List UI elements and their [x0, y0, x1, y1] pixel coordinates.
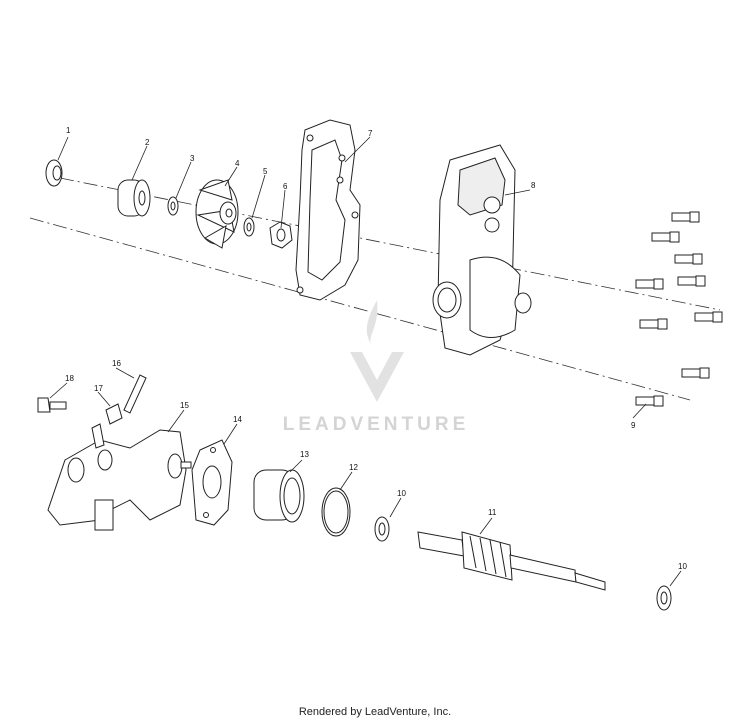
part-18-bolt	[37, 397, 67, 413]
callout-10: 10	[397, 489, 406, 498]
callout-labels: 1 2 3 4 5 6 7 8 9 10 10 11 12 13 14 15 1…	[65, 126, 687, 571]
part-7-gasket	[295, 119, 361, 301]
part-6-nut	[269, 221, 293, 249]
part-14-gasket	[191, 439, 233, 526]
bolt	[681, 367, 710, 379]
callout-17: 17	[94, 384, 103, 393]
axis-lines	[29, 177, 721, 401]
callout-5: 5	[263, 167, 268, 176]
callout-14: 14	[233, 415, 242, 424]
leadventure-watermark: LEADVENTURE	[283, 300, 470, 435]
callout-9: 9	[631, 421, 636, 430]
bolt	[674, 253, 703, 265]
callout-11: 11	[488, 508, 497, 517]
part-13-filter	[253, 469, 305, 523]
bolt	[671, 211, 700, 223]
bolt	[651, 231, 680, 243]
part-10-washer-2	[656, 585, 672, 611]
part-1-seal	[45, 159, 63, 187]
callout-3: 3	[190, 154, 195, 163]
callout-15: 15	[180, 401, 189, 410]
bolt	[635, 395, 664, 407]
part-4-impeller	[195, 179, 239, 249]
part-15-oil-pump	[47, 423, 192, 531]
part-12-o-ring	[321, 487, 351, 537]
callout-2: 2	[145, 138, 150, 147]
callout-13: 13	[300, 450, 309, 459]
part-17-sleeve	[105, 403, 123, 425]
bolt	[677, 275, 706, 287]
callout-12: 12	[349, 463, 358, 472]
part-3-washer	[167, 196, 179, 216]
watermark-text: LEADVENTURE	[283, 414, 470, 435]
bolt	[694, 311, 723, 323]
callout-1: 1	[66, 126, 71, 135]
bolt	[635, 278, 664, 290]
callout-10-b: 10	[678, 562, 687, 571]
callout-16: 16	[112, 359, 121, 368]
part-5-washer	[243, 217, 255, 237]
callout-8: 8	[531, 181, 536, 190]
leader-lines	[49, 136, 682, 587]
part-10-washer	[374, 516, 390, 542]
footer-credit: Rendered by LeadVenture, Inc.	[298, 706, 452, 718]
callout-7: 7	[368, 129, 373, 138]
callout-4: 4	[235, 159, 240, 168]
part-9-bolts	[635, 211, 723, 407]
part-2-bearing	[117, 179, 151, 217]
bolt	[639, 318, 668, 330]
callout-6: 6	[283, 182, 288, 191]
part-11-shaft	[417, 531, 606, 591]
callout-18: 18	[65, 374, 74, 383]
part-16-pipe	[123, 374, 147, 414]
part-8-pump-cover	[432, 144, 532, 356]
